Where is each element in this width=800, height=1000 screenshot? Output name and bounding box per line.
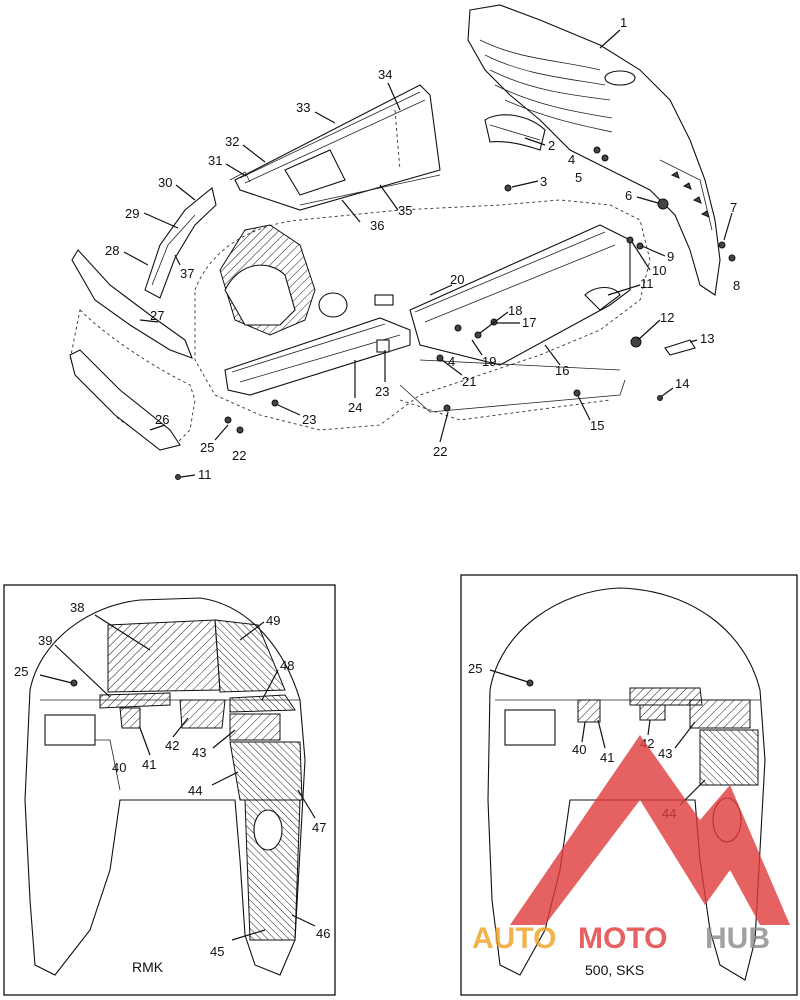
callout-27: 27: [150, 308, 164, 323]
callout-25-left: 25: [14, 664, 28, 679]
callout-36: 36: [370, 218, 384, 233]
right-panel-caption: 500, SKS: [585, 962, 644, 978]
callout-10: 10: [652, 263, 666, 278]
callout-15: 15: [590, 418, 604, 433]
callout-5: 5: [575, 170, 582, 185]
watermark-word-hub: HUB: [705, 922, 770, 955]
watermark-logo: AUTO MOTO HUB: [472, 735, 790, 955]
callout-17: 17: [522, 315, 536, 330]
callout-20: 20: [450, 272, 464, 287]
left-panel-caption: RMK: [132, 959, 164, 975]
callout-43: 43: [192, 745, 206, 760]
callout-13: 13: [700, 331, 714, 346]
insulation-r-42: [639, 704, 666, 721]
callout-31: 31: [208, 153, 222, 168]
insulation-40: [119, 707, 141, 729]
callout-19: 19: [482, 354, 496, 369]
callout-33: 33: [296, 100, 310, 115]
callout-25-right: 25: [468, 661, 482, 676]
fasteners: [175, 146, 736, 480]
insulation-44: [229, 741, 303, 801]
part-right-footrest: [409, 224, 631, 366]
part-left-footrest: [224, 317, 411, 396]
callout-2: 2: [548, 138, 555, 153]
insulation-42: [179, 699, 226, 729]
left-panel: 38 39 25 49 48 40 41 42 43 44 47 46 45 R…: [3, 584, 336, 996]
callout-18: 18: [508, 303, 522, 318]
callout-30: 30: [158, 175, 172, 190]
callout-49: 49: [266, 613, 280, 628]
callout-12: 12: [660, 310, 674, 325]
callout-25: 25: [200, 440, 214, 455]
callout-41-right: 41: [600, 750, 614, 765]
callout-6: 6: [625, 188, 632, 203]
watermark-word-auto: AUTO: [472, 922, 556, 955]
callout-14: 14: [675, 376, 689, 391]
callout-11: 11: [640, 276, 654, 291]
callout-4: 4: [568, 152, 575, 167]
callout-34: 34: [378, 67, 392, 82]
callout-16: 16: [555, 363, 569, 378]
insulation-48: [229, 694, 296, 713]
part-bumper: [71, 249, 193, 359]
insulation-38: [107, 619, 221, 693]
callout-38: 38: [70, 600, 84, 615]
callout-44: 44: [188, 783, 202, 798]
callout-8: 8: [733, 278, 740, 293]
insulation-r-44: [699, 729, 759, 786]
callout-37: 37: [180, 266, 194, 281]
insulation-r-40: [577, 699, 601, 723]
callout-43-right: 43: [658, 746, 672, 761]
callout-41: 41: [142, 757, 156, 772]
top-callouts: 1 2 3 4 5 6 7 8 9 10 11 12 13 14 15 16 1…: [105, 15, 740, 482]
callout-23: 23: [302, 412, 316, 427]
callout-9: 9: [667, 249, 674, 264]
part-upper-panel: [234, 84, 441, 211]
callout-26: 26: [155, 412, 169, 427]
callout-21: 21: [462, 374, 476, 389]
insulation-43: [229, 713, 281, 741]
callout-28: 28: [105, 243, 119, 258]
callout-45: 45: [210, 944, 224, 959]
part-side-trim: [144, 187, 217, 299]
callout-48: 48: [280, 658, 294, 673]
exploded-view: [69, 4, 736, 480]
callout-3: 3: [540, 174, 547, 189]
callout-40: 40: [112, 760, 126, 775]
callout-22: 22: [232, 448, 246, 463]
callout-7: 7: [730, 200, 737, 215]
callout-23b: 23: [375, 384, 389, 399]
callout-1: 1: [620, 15, 627, 30]
callout-46: 46: [316, 926, 330, 941]
insulation-r-43: [689, 699, 751, 729]
insulation-49: [214, 619, 286, 693]
callout-22b: 22: [433, 444, 447, 459]
insulation-39: [99, 692, 171, 709]
callout-39: 39: [38, 633, 52, 648]
watermark-word-moto: MOTO: [578, 922, 667, 955]
callout-32: 32: [225, 134, 239, 149]
watermark-triangle: [510, 735, 790, 925]
callout-11b: 11: [198, 467, 212, 482]
part-lower-grille: [69, 349, 181, 451]
callout-47: 47: [312, 820, 326, 835]
callout-29: 29: [125, 206, 139, 221]
callout-4b: 4: [448, 354, 455, 369]
callout-24: 24: [348, 400, 362, 415]
callout-40-right: 40: [572, 742, 586, 757]
callout-35: 35: [398, 203, 412, 218]
callout-42: 42: [165, 738, 179, 753]
